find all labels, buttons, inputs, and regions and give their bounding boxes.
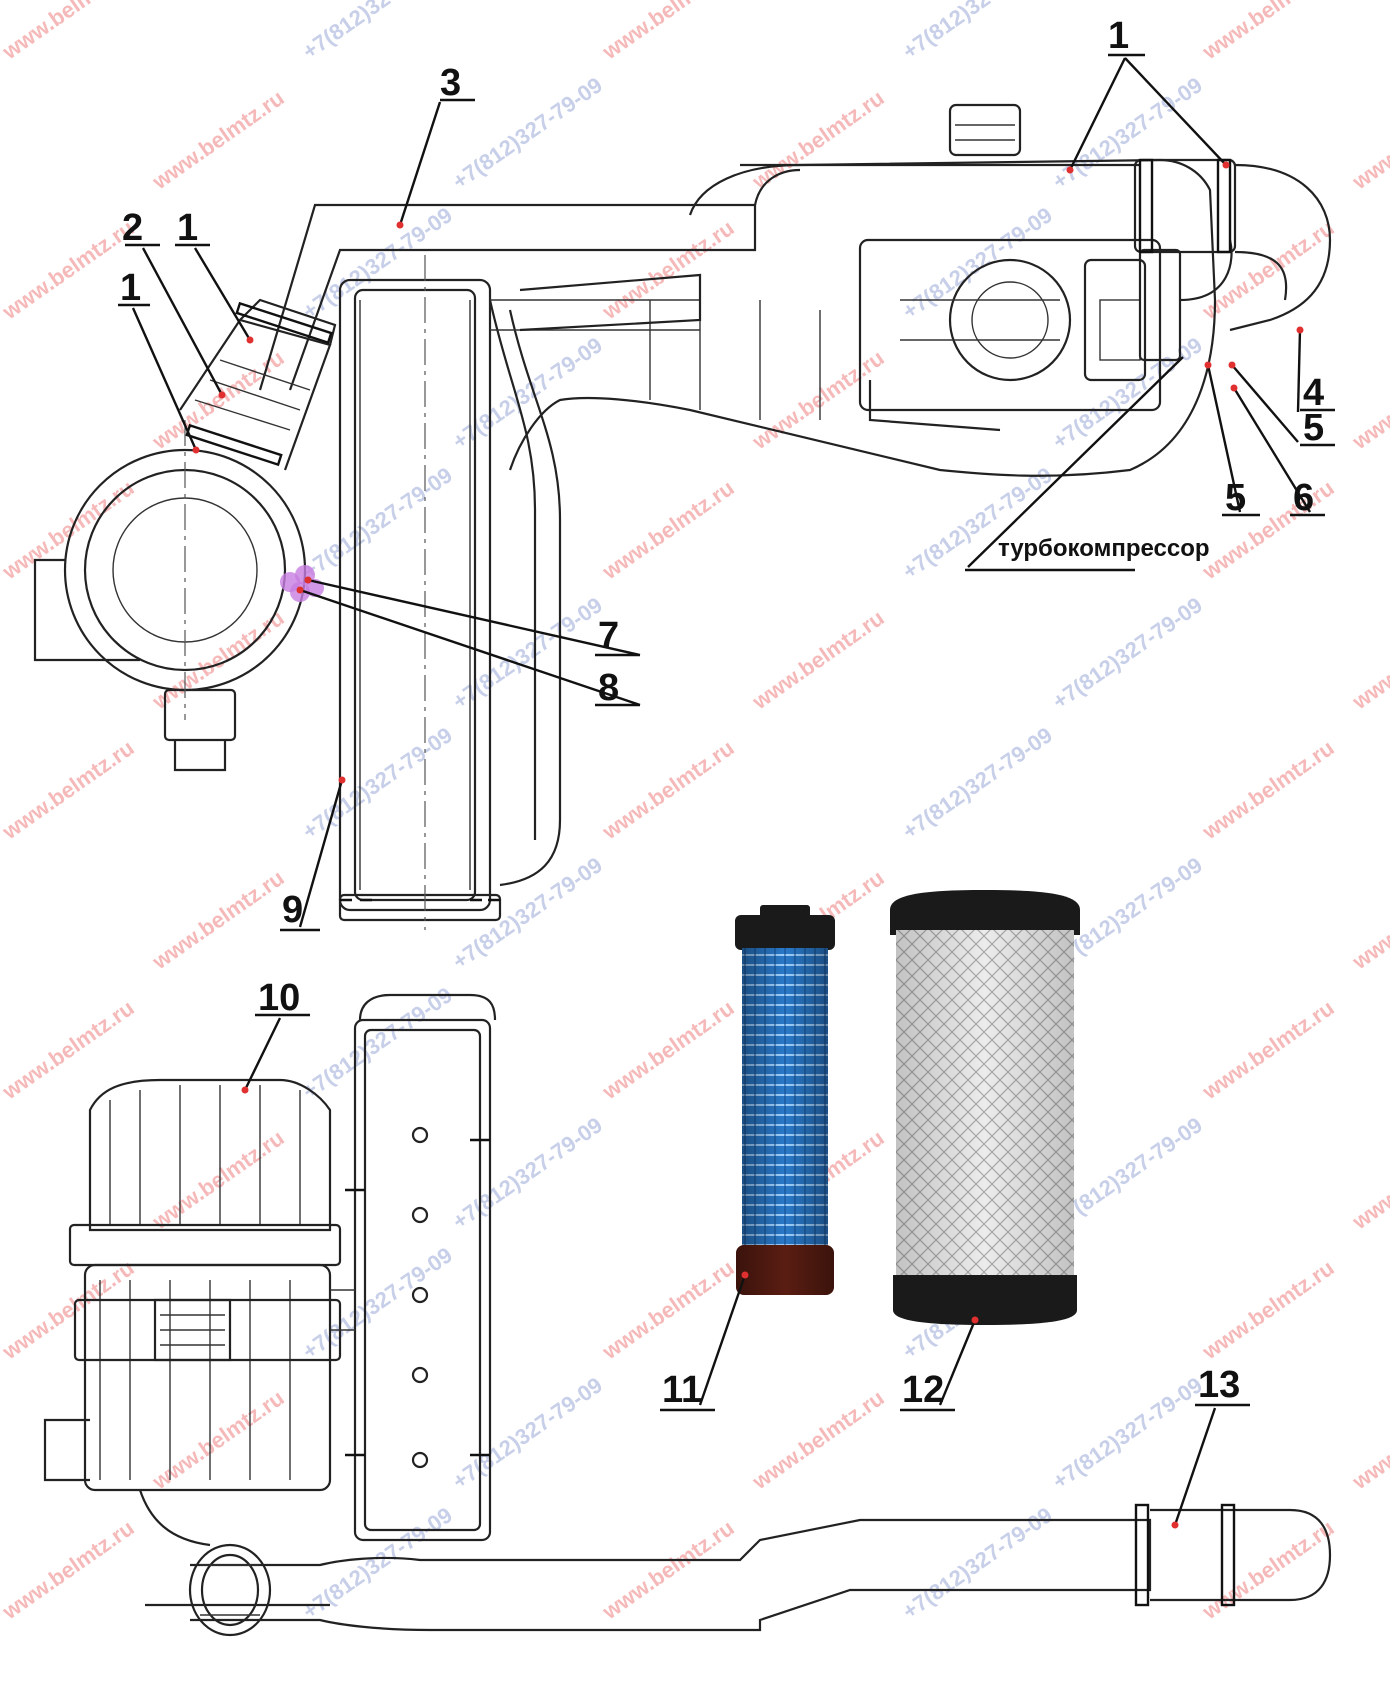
watermark-site: www.belmtz.ru [0,995,139,1105]
top-assembly [33,103,1332,930]
label-5-right: 5 [1303,407,1324,449]
watermark-site: www.belmtz.ru [1197,0,1339,65]
watermark-site: www.belmtz.ru [747,1385,889,1495]
watermark-site: www.belmtz.ru [747,605,889,715]
watermark-site: www.belmtz.ru [597,215,739,325]
duct-right-of-9 [499,309,562,887]
watermark-site: www.belmtz.ru [0,215,139,325]
watermark-site: www.belmtz.ru [1347,1385,1390,1495]
label-13: 13 [1198,1364,1240,1406]
turbocompressor-body [858,238,1162,412]
label-1-lower-left: 1 [120,267,141,309]
watermark-phone: +7(812)327-79-09 [898,0,1057,64]
air-cleaner-10 [43,993,1332,1637]
watermark-site: www.belmtz.ru [597,995,739,1105]
watermark-site: www.belmtz.ru [0,0,139,65]
watermark-site: www.belmtz.ru [147,1385,289,1495]
label-10: 10 [258,977,300,1019]
watermark-site: www.belmtz.ru [0,735,139,845]
watermark-phone: +7(812)327-79-09 [1048,1372,1207,1494]
watermark-phone: +7(812)327-79-09 [1048,592,1207,714]
oil-filler-cap [948,103,1022,157]
watermark-site: www.belmtz.ru [597,475,739,585]
clamp-right [1133,158,1237,254]
watermark-site: www.belmtz.ru [597,1515,739,1625]
watermark-site: www.belmtz.ru [1347,85,1390,195]
watermark-phone: +7(812)327-79-09 [448,1112,607,1234]
watermark-phone: +7(812)327-79-09 [898,722,1057,844]
watermark-site: www.belmtz.ru [1197,1515,1339,1625]
label-12: 12 [902,1369,944,1411]
elbow-hose [1229,163,1332,332]
watermark-site: www.belmtz.ru [1347,1125,1390,1235]
label-1-top-right: 1 [1108,15,1129,57]
watermark-site: www.belmtz.ru [147,1125,289,1235]
watermark-site: www.belmtz.ru [147,85,289,195]
filter-element-11 [735,905,835,1295]
watermark-phone: +7(812)327-79-09 [298,462,457,584]
watermark-phone: +7(812)327-79-09 [448,1372,607,1494]
label-7: 7 [598,615,619,657]
leader-lines [118,53,1335,1526]
engine-outline [508,158,1217,477]
watermark-phone: +7(812)327-79-09 [898,462,1057,584]
watermark-site: www.belmtz.ru [1197,995,1339,1105]
label-8: 8 [598,667,619,709]
label-3: 3 [440,62,461,104]
watermark-phone: +7(812)327-79-09 [298,722,457,844]
filter-element-12 [890,890,1080,1325]
watermark-site: www.belmtz.ru [747,345,889,455]
precleaner-bracket-9 [338,278,492,912]
watermark-phone: +7(812)327-79-09 [448,72,607,194]
watermark-site: www.belmtz.ru [0,1515,139,1625]
label-2: 2 [122,207,143,249]
watermark-site: www.belmtz.ru [597,0,739,65]
label-11: 11 [662,1369,702,1411]
watermark-site: www.belmtz.ru [147,605,289,715]
watermark-site: www.belmtz.ru [1347,345,1390,455]
watermark-phone: +7(812)327-79-09 [298,982,457,1104]
leader-dots [192,161,1304,1529]
watermark-site: www.belmtz.ru [747,85,889,195]
watermark-site: www.belmtz.ru [1197,475,1339,585]
watermark-phone: +7(812)327-79-09 [1048,332,1207,454]
watermark-phone: +7(812)327-79-09 [448,592,607,714]
watermark-phone: +7(812)327-79-09 [898,202,1057,324]
watermark-phone: +7(812)327-79-09 [1048,72,1207,194]
turbocompressor-annotation: турбокомпрессор [998,535,1210,562]
watermark-site: www.belmtz.ru [1197,1255,1339,1365]
label-6: 6 [1293,477,1314,519]
pipe-3 [258,203,757,391]
watermark-site: www.belmtz.ru [597,735,739,845]
watermark-site: www.belmtz.ru [597,1255,739,1365]
watermark-site: www.belmtz.ru [1347,865,1390,975]
watermark-phone: +7(812)327-79-09 [448,852,607,974]
watermark-site: www.belmtz.ru [147,865,289,975]
watermark-site: www.belmtz.ru [0,475,139,585]
watermark-site: www.belmtz.ru [0,1255,139,1365]
watermark-site: www.belmtz.ru [1347,605,1390,715]
label-4: 4 [1303,372,1324,414]
label-5-bottom: 5 [1225,477,1246,519]
watermark-site: www.belmtz.ru [1197,735,1339,845]
callout-labels: 1 3 2 1 1 4 5 5 6 турбокомпрессор 7 8 9 … [120,15,1324,1411]
inlet-hose-2 [179,318,332,471]
watermark-phone: +7(812)327-79-09 [298,0,457,64]
label-1-upper-left: 1 [177,207,198,249]
watermark-phone: +7(812)327-79-09 [298,1242,457,1364]
label-9: 9 [282,889,303,931]
watermark-phone: +7(812)327-79-09 [298,202,457,324]
pipe-13 [190,1518,1152,1632]
